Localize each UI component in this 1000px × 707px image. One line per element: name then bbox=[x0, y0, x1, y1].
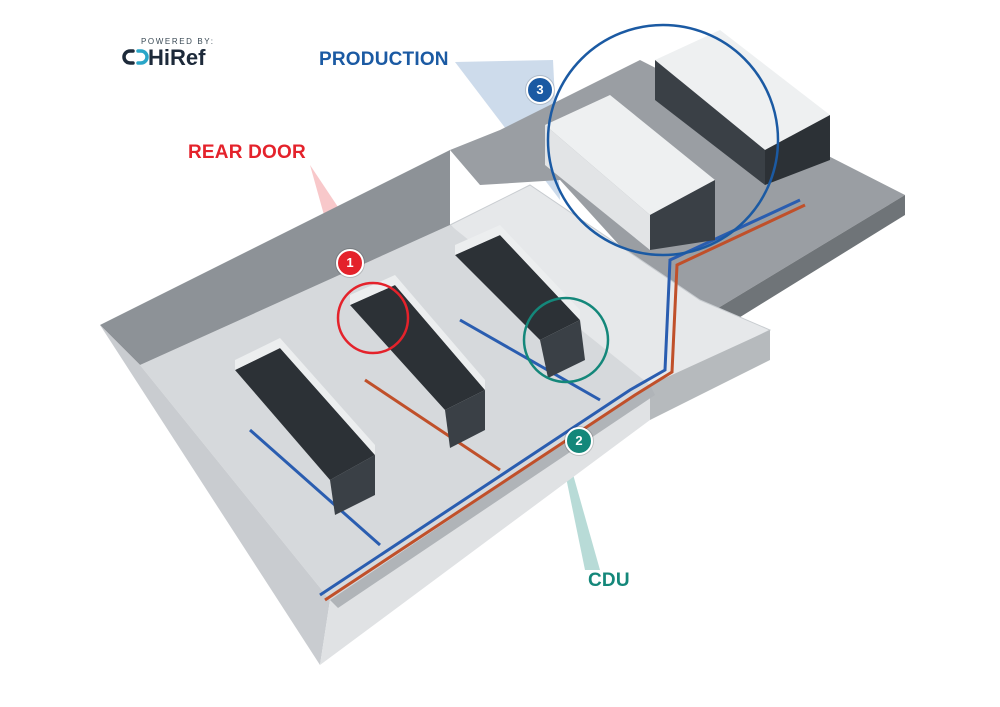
rear-door-highlight bbox=[336, 281, 410, 355]
hiref-logo-icon bbox=[122, 49, 149, 65]
front-wall bbox=[100, 325, 330, 665]
production-highlight bbox=[546, 23, 780, 257]
production-label: PRODUCTION bbox=[319, 49, 449, 70]
chiller-unit-front bbox=[545, 95, 715, 250]
rack-row-2 bbox=[350, 275, 485, 448]
powered-by-label: POWERED BY: bbox=[141, 37, 215, 46]
brand-logo: HiRef bbox=[148, 45, 206, 70]
chiller-unit-back bbox=[655, 30, 830, 185]
cdu-highlight bbox=[522, 296, 610, 384]
marker-cdu: 2 bbox=[565, 427, 593, 455]
rack-row-1 bbox=[235, 338, 375, 515]
cdu-label: CDU bbox=[588, 570, 630, 591]
rack-row-3 bbox=[455, 225, 585, 378]
marker-production: 3 bbox=[526, 76, 554, 104]
marker-rear-door: 1 bbox=[336, 249, 364, 277]
rear-door-label: REAR DOOR bbox=[188, 142, 306, 163]
